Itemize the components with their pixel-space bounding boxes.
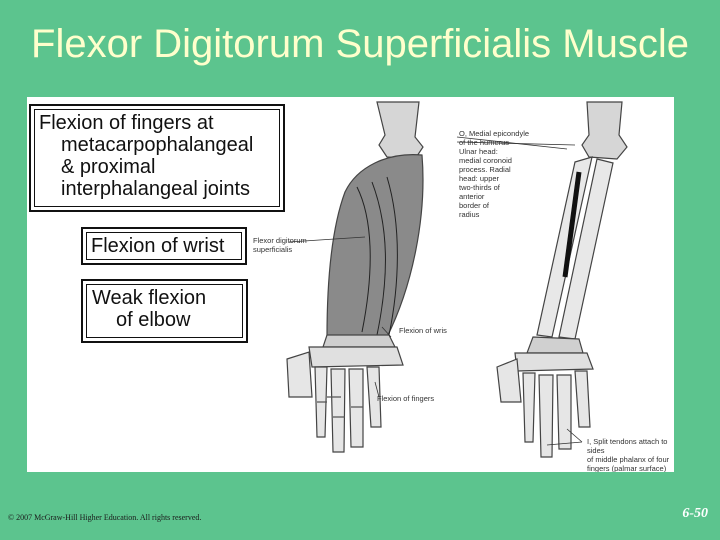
label-line: border of bbox=[459, 201, 529, 210]
label-line: superficialis bbox=[253, 245, 307, 254]
label-line: process. Radial bbox=[459, 165, 529, 174]
callout-wrist-flexion: Flexion of wrist bbox=[81, 227, 247, 265]
callout-elbow-flexion: Weak flexion of elbow bbox=[81, 279, 248, 343]
callout-border bbox=[86, 232, 242, 260]
label-line: anterior bbox=[459, 192, 529, 201]
label-line: of middle phalanx of four bbox=[587, 455, 674, 464]
label-line: O, Medial epicondyle bbox=[459, 129, 529, 138]
label-line: fingers (palmar surface) bbox=[587, 464, 674, 472]
muscle-name-label: Flexor digitorum superficialis bbox=[253, 236, 307, 254]
label-line: head: upper bbox=[459, 174, 529, 183]
flexion-fingers-label: Flexion of fingers bbox=[377, 394, 434, 403]
label-line: Flexor digitorum bbox=[253, 236, 307, 245]
label-line: I, Split tendons attach to sides bbox=[587, 437, 674, 455]
anatomy-figure: Flexion of fingers at metacarpophalangea… bbox=[27, 97, 674, 472]
callout-border bbox=[86, 284, 243, 338]
label-line: radius bbox=[459, 210, 529, 219]
label-line: Ulnar head: bbox=[459, 147, 529, 156]
flexion-wrist-label: Flexion of wris bbox=[399, 326, 447, 335]
label-line: two-thirds of bbox=[459, 183, 529, 192]
insertion-label: I, Split tendons attach to sides of midd… bbox=[587, 437, 674, 472]
callout-border bbox=[34, 109, 280, 207]
label-line: of the humerus bbox=[459, 138, 529, 147]
slide-title: Flexor Digitorum Superficialis Muscle bbox=[0, 14, 720, 74]
origin-label: O, Medial epicondyle of the humerus Ulna… bbox=[459, 129, 529, 219]
callout-finger-flexion: Flexion of fingers at metacarpophalangea… bbox=[29, 104, 285, 212]
copyright-footer: © 2007 McGraw-Hill Higher Education. All… bbox=[8, 513, 201, 522]
page-number: 6-50 bbox=[682, 506, 708, 522]
label-line: medial coronoid bbox=[459, 156, 529, 165]
